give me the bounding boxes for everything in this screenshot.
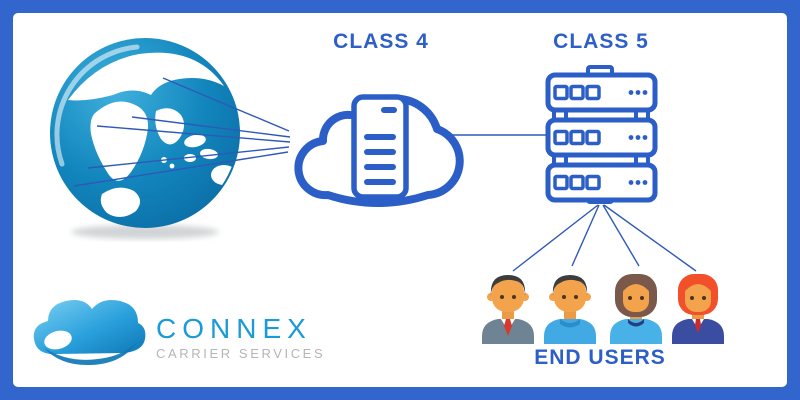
end-user-avatar-2 <box>544 275 596 344</box>
end-user-avatar-4 <box>672 274 724 344</box>
end-user-avatar-1 <box>482 275 534 344</box>
class5-label: CLASS 5 <box>553 30 649 53</box>
shirt <box>544 319 596 344</box>
connex-logo: CONNEX CARRIER SERVICES <box>28 288 325 368</box>
server-rack-unit <box>545 162 658 203</box>
server-rack-unit <box>545 72 658 113</box>
server-tower-icon <box>351 94 409 200</box>
class4-label: CLASS 4 <box>333 30 429 53</box>
end-users-label: END USERS <box>534 346 666 369</box>
hair <box>552 275 588 296</box>
collar <box>628 319 644 327</box>
globe-highlight <box>54 44 140 167</box>
class4-cloud-server-icon <box>294 94 464 208</box>
globe-shadow <box>71 225 219 239</box>
shirt <box>610 319 662 344</box>
logo-tagline: CARRIER SERVICES <box>156 345 326 361</box>
tie <box>695 319 701 333</box>
globe-icon <box>50 38 240 239</box>
class5-server-stack-icon <box>545 65 658 204</box>
server-rack-unit <box>545 117 658 158</box>
hair <box>490 275 526 296</box>
collar <box>560 319 580 328</box>
logo-cloud-icon <box>33 300 146 366</box>
tie <box>504 319 512 336</box>
logo-name: CONNEX <box>156 312 312 344</box>
end-user-avatar-3 <box>610 274 662 344</box>
